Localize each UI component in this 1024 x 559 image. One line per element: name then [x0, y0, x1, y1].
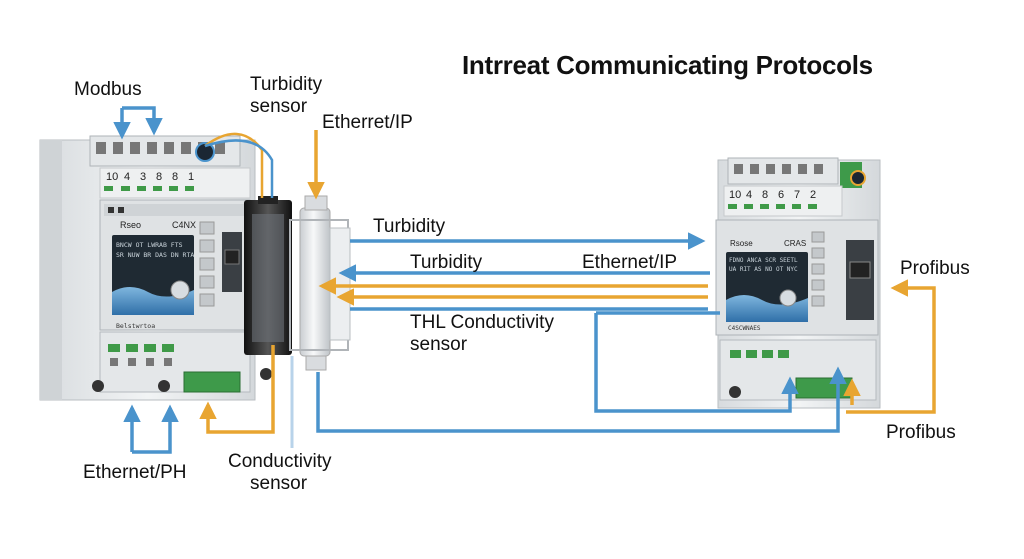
- terminal-number: 3: [140, 171, 146, 183]
- conductivity-sensor-probe: [289, 195, 351, 371]
- turbidity-sensor-probe: [244, 196, 292, 355]
- right-terminal-numbers: 10 4 8 6 7 2: [729, 189, 816, 201]
- diagram-title: Intrreat Communicating Protocols: [462, 50, 873, 80]
- terminal-number: 10: [106, 171, 118, 183]
- terminal-number: 8: [172, 171, 178, 183]
- thl-conductivity-label-line1: THL Conductivity: [410, 312, 554, 333]
- left-brand: Rseo: [120, 220, 141, 230]
- terminal-number: 2: [810, 189, 816, 201]
- modbus-arrow: [122, 106, 163, 136]
- left-panel-text: Belstwrtoa: [116, 322, 155, 330]
- terminal-number: 7: [794, 189, 800, 201]
- left-controller: 10 4 3 8 8 1 Rseo C4NX BNCW OT LWRAB FTS…: [39, 135, 272, 401]
- ethernet-ip-mid-label: Ethernet/IP: [582, 252, 678, 273]
- terminal-number: 10: [729, 189, 741, 201]
- profibus-right-arrow: [846, 279, 936, 414]
- right-panel-text: C4SCWNAES: [728, 325, 761, 332]
- right-controller: 10 4 8 6 7 2 Rsose CRAS FDNO ANCA SCR SE…: [715, 157, 881, 409]
- ethernet-ip-top-label: Etherret/IP: [322, 112, 413, 133]
- ethernet-ph-arrow: [132, 404, 179, 454]
- terminal-number: 8: [762, 189, 768, 201]
- right-brand: Rsose: [730, 239, 753, 248]
- blue-cable: [204, 139, 274, 198]
- right-model: CRAS: [784, 239, 806, 248]
- terminal-number: 4: [746, 189, 752, 201]
- turbidity-label-b: Turbidity: [410, 252, 483, 273]
- right-green-terminal: [795, 377, 853, 399]
- turbidity-sensor-label-line2: sensor: [250, 96, 308, 117]
- left-model: C4NX: [172, 220, 196, 230]
- ethernet-ph-label: Ethernet/PH: [83, 462, 187, 483]
- turbidity-sensor-label-line1: Turbidity: [250, 74, 323, 95]
- bottom-link: [316, 366, 847, 433]
- orange-bottom-loop: [199, 345, 275, 434]
- left-screen-line2: SR NUW BR DAS DN RTA: [116, 251, 194, 259]
- turbidity-label-a: Turbidity: [373, 216, 446, 237]
- left-green-terminal: [183, 371, 241, 393]
- modbus-label: Modbus: [74, 79, 142, 100]
- orange-cable: [204, 132, 264, 198]
- terminal-number: 6: [778, 189, 784, 201]
- terminal-number: 4: [124, 171, 130, 183]
- terminal-number: 8: [156, 171, 162, 183]
- conductivity-sensor-label-line2: sensor: [250, 473, 308, 494]
- left-terminal-numbers: 10 4 3 8 8 1: [106, 171, 194, 183]
- right-screen-line1: FDNO ANCA SCR SEETL: [729, 257, 798, 264]
- thl-conductivity-label-line2: sensor: [410, 334, 468, 355]
- profibus-right-label: Profibus: [900, 258, 970, 279]
- left-screen-line1: BNCW OT LWRAB FTS: [116, 241, 183, 249]
- thl-loop: [594, 313, 799, 413]
- profibus-bottom-label: Profibus: [886, 422, 956, 443]
- right-screen-line2: UA RIT AS NO OT NYC: [729, 266, 798, 273]
- conductivity-sensor-label-line1: Conductivity: [228, 451, 332, 472]
- terminal-number: 1: [188, 171, 194, 183]
